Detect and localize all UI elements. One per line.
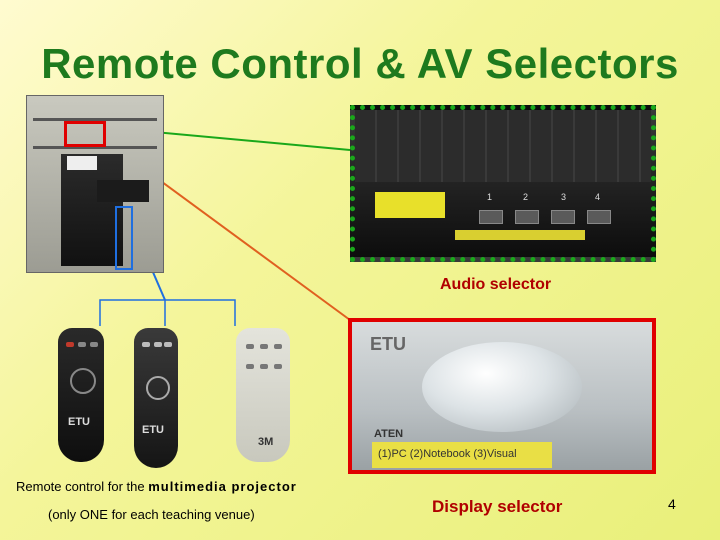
page-number: 4 bbox=[668, 496, 676, 512]
audio-selector-panel bbox=[355, 110, 651, 182]
remote-control-1: ETU bbox=[58, 328, 104, 462]
cabinet-shelf bbox=[33, 146, 157, 149]
cabinet-device bbox=[97, 180, 149, 202]
display-selector-dome bbox=[422, 342, 582, 432]
remote-button bbox=[154, 342, 162, 347]
display-selector-legend: (1)PC (2)Notebook (3)Visual bbox=[378, 448, 517, 460]
audio-button bbox=[515, 210, 539, 224]
audio-button bbox=[551, 210, 575, 224]
audio-button bbox=[587, 210, 611, 224]
remote-dpad bbox=[70, 368, 96, 394]
audio-button-number: 1 bbox=[487, 192, 493, 202]
slide-title: Remote Control & AV Selectors bbox=[41, 40, 679, 87]
audio-selector-label: Audio selector bbox=[440, 276, 552, 293]
power-button bbox=[66, 342, 74, 347]
audio-selector-highlight bbox=[64, 121, 106, 147]
remote-button bbox=[274, 344, 282, 349]
remote-button bbox=[274, 364, 282, 369]
cabinet-shelf bbox=[33, 118, 157, 121]
remote-label: 3M bbox=[258, 436, 274, 448]
audio-selector-photo: 1 2 3 4 bbox=[350, 105, 656, 262]
remote-button bbox=[260, 364, 268, 369]
remote-bracket bbox=[99, 299, 236, 326]
display-selector-label: Display selector bbox=[432, 497, 563, 516]
remote-button bbox=[260, 344, 268, 349]
audio-selector-label-strip bbox=[455, 230, 585, 240]
display-selector-sticker bbox=[372, 442, 552, 468]
remote-button bbox=[90, 342, 98, 347]
remote-button bbox=[164, 342, 172, 347]
remote-button bbox=[246, 364, 254, 369]
remote-control-2: ETU bbox=[134, 328, 178, 468]
audio-button-number: 4 bbox=[595, 192, 601, 202]
cabinet-photo bbox=[26, 95, 164, 273]
audio-button-number: 2 bbox=[523, 192, 529, 202]
remote-caption: Remote control for the multimedia projec… bbox=[16, 479, 297, 494]
remote-button bbox=[142, 342, 150, 347]
audio-button-number: 3 bbox=[561, 192, 567, 202]
remote-control-3: 3M bbox=[236, 328, 290, 462]
remote-dpad bbox=[146, 376, 170, 400]
remote-location-highlight bbox=[115, 206, 133, 270]
display-brand-top: ETU bbox=[370, 334, 406, 354]
remote-button bbox=[78, 342, 86, 347]
display-selector-photo: ETU ATEN (1)PC (2)Notebook (3)Visual bbox=[348, 318, 656, 474]
audio-button bbox=[479, 210, 503, 224]
remote-caption-note: (only ONE for each teaching venue) bbox=[48, 507, 255, 522]
cabinet-label bbox=[67, 156, 97, 170]
remote-caption-prefix: Remote control for the bbox=[16, 479, 149, 494]
remote-caption-emphasis: multimedia projector bbox=[148, 479, 297, 494]
remote-label: ETU bbox=[68, 416, 90, 428]
audio-selector-sticker bbox=[375, 192, 445, 218]
remote-button bbox=[246, 344, 254, 349]
display-brand: ATEN bbox=[374, 428, 404, 440]
remote-label: ETU bbox=[142, 424, 164, 436]
cabinet-computer bbox=[61, 154, 123, 266]
